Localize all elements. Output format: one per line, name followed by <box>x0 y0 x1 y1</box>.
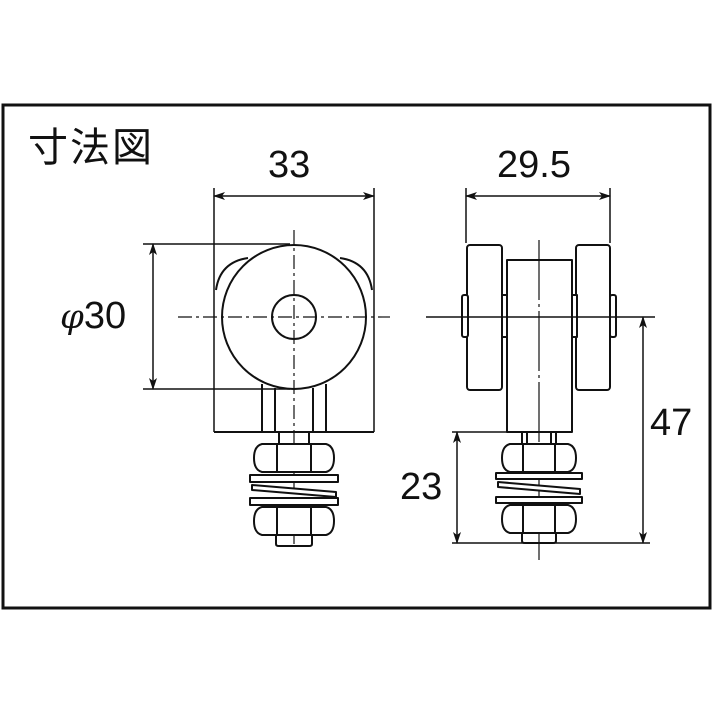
lower-nut <box>253 506 335 536</box>
side-lower-nut <box>501 504 577 534</box>
upper-nut <box>253 443 335 473</box>
bracket-shoulder-left <box>215 257 249 291</box>
left-bushing <box>501 294 508 338</box>
right-bushing <box>571 294 578 338</box>
side-washer-bottom <box>495 496 583 504</box>
side-washer-top <box>495 472 583 480</box>
drawing-title: 寸法図 <box>28 125 154 171</box>
front-view <box>143 188 390 548</box>
dimension-label-side-width: 29.5 <box>497 144 571 186</box>
washer-bottom <box>249 497 339 506</box>
drawing-frame <box>1 103 712 610</box>
diameter-symbol: φ <box>60 297 84 337</box>
washer-top <box>249 474 339 483</box>
dimension-label-bolt-length: 23 <box>400 466 443 508</box>
left-axle-cap <box>461 294 469 338</box>
side-spring-washer <box>497 481 581 495</box>
diameter-value: 30 <box>83 295 127 337</box>
dimension-label-front-width: 33 <box>268 144 311 186</box>
side-upper-nut <box>501 443 577 473</box>
right-axle-cap <box>609 294 617 338</box>
dimension-label-total-height: 47 <box>650 402 693 444</box>
dimension-label-wheel-diameter: φ30 <box>60 297 126 335</box>
bolt-end <box>275 535 313 547</box>
bracket-shoulder-right <box>339 257 373 291</box>
side-view <box>426 188 655 560</box>
